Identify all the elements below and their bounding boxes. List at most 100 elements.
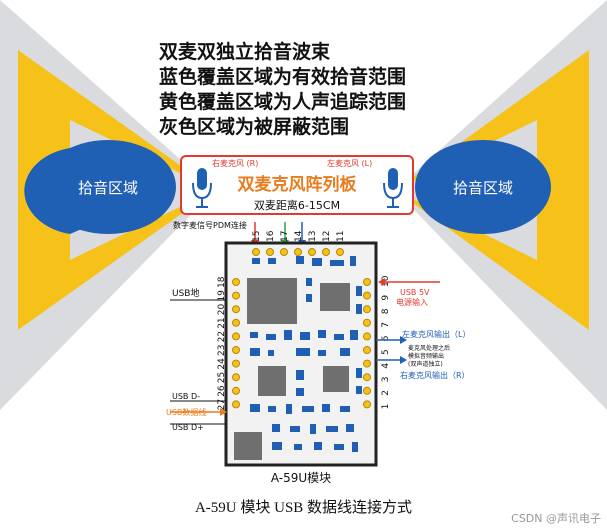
mic-distance: 双麦距离6-15CM [254,198,340,212]
pin-pad [232,278,240,286]
pin-label: 24 [217,358,227,370]
chip-4 [323,366,349,392]
usb5v-line-2: 电源输入 [396,297,428,307]
pin-pad [363,400,371,409]
pin-pad [232,291,240,300]
pin-pad [363,278,371,286]
pin-pad [363,346,371,354]
pin-pad [252,248,260,256]
pin-label: 5 [381,349,391,355]
usb5v-line-1: USB 5V [400,288,430,297]
usb-gnd-label: USB地 [172,287,199,299]
microphone-icon [383,168,403,208]
module-name: A-59U模块 [271,471,331,485]
pin-label: 22 [217,331,227,342]
pin-pad [232,400,240,409]
pin-label: 16 [266,230,276,242]
pin-label: 9 [381,295,391,301]
mic-right-label: 右麦克风 (R) [212,158,258,168]
pin-label: 21 [217,317,227,328]
mic-array-board: 右麦克风 (R) 左麦克风 (L) 双麦克风阵列板 双麦距离6-15CM [180,155,414,215]
pin-label: 10 [381,275,391,287]
left-mic-output-label: 左麦克风输出（L） [402,329,470,339]
pin-pad [322,248,330,256]
pin-pad [232,305,240,314]
pin-pad [336,248,344,256]
left-beam: 拾音区域 [0,0,215,410]
usb-pad [234,432,262,460]
pin-label: 15 [252,231,262,242]
right-annotations: USB 5V 电源输入 左麦克风输出（L） 麦克风处理之后 模拟音频输出 (双声… [376,278,470,380]
pdm-label: 数字麦信号PDM连接 [173,220,247,230]
board-title: 双麦克风阵列板 [238,174,358,195]
left-pickup-bubble [40,140,176,234]
pin-label: 26 [217,385,227,397]
right-zone-label: 拾音区域 [453,179,513,197]
headline-line-1: 双麦双独立拾音波束 [159,40,331,63]
pin-pad [363,386,371,395]
pin-pad [266,248,274,256]
top-pin-labels: 15 16 17 14 13 12 11 [252,230,346,256]
figure-caption: A-59U 模块 USB 数据线连接方式 [194,500,413,516]
pin-pad [232,359,240,368]
pin-pad [363,305,371,314]
pin-label: 3 [381,376,391,382]
chip-2 [320,283,350,311]
pin-label: 19 [217,290,227,302]
pin-pad [363,373,371,382]
pin-label: 14 [294,230,304,242]
pin-pad [363,318,371,327]
pin-pad [308,248,316,256]
pin-pad [232,332,240,341]
pin-label: 17 [280,231,290,242]
headline-line-4: 灰色区域为被屏蔽范围 [159,115,349,138]
pin-pad [280,248,288,256]
processed-line-2: 模拟音频输出 [408,352,444,360]
pin-pad [232,346,240,354]
processed-line-3: (双声道独立) [408,360,443,368]
mic-board-frame [180,155,414,215]
chip-3 [258,366,286,396]
pin-label: 6 [381,335,391,341]
pin-pad [363,359,371,368]
pin-label: 8 [381,308,391,314]
pin-label: 25 [217,372,227,383]
pin-pad [294,248,302,256]
left-annotations: USB地 USB D- USB数据线 USB D+ [166,287,227,432]
watermark: CSDN @声讯电子 [511,512,601,525]
usb-dminus-label: USB D- [172,392,200,401]
microphone-icon [192,168,212,208]
headline-line-3: 黄色覆盖区域为人声追踪范围 [159,90,406,113]
usb-data-label: USB数据线 [166,407,206,417]
pin-label: 7 [381,322,391,328]
pin-label: 20 [217,303,227,315]
pin-label: 1 [381,404,391,410]
usb-dplus-label: USB D+ [172,423,204,432]
pin-pad [232,373,240,382]
pin-pad [363,332,371,341]
main-chip [247,278,297,324]
pin-label: 27 [217,399,227,410]
pin-label: 4 [381,363,391,369]
headline: 双麦双独立拾音波束 蓝色覆盖区域为有效拾音范围 黄色覆盖区域为人声追踪范围 灰色… [159,40,406,138]
pcb-components [250,256,362,452]
mic-left-label: 左麦克风 (L) [327,158,372,168]
processed-line-1: 麦克风处理之后 [408,344,450,352]
headline-line-2: 蓝色覆盖区域为有效拾音范围 [159,65,406,88]
right-beam: 拾音区域 [395,0,607,410]
a59u-module [224,241,378,467]
pin-label: 11 [336,231,346,242]
right-pickup-bubble [415,140,551,234]
pin-label: 12 [322,231,332,242]
left-zone-label: 拾音区域 [78,179,138,197]
pin-label: 23 [217,345,227,356]
pin-label: 2 [381,390,391,396]
pin-pad [232,386,240,395]
right-pin-labels: 10 9 8 7 6 5 4 3 2 1 [363,275,391,410]
pin-label: 13 [308,231,318,242]
pin-pad [363,291,371,300]
pin-label: 18 [217,276,227,288]
pin-pad [232,318,240,327]
